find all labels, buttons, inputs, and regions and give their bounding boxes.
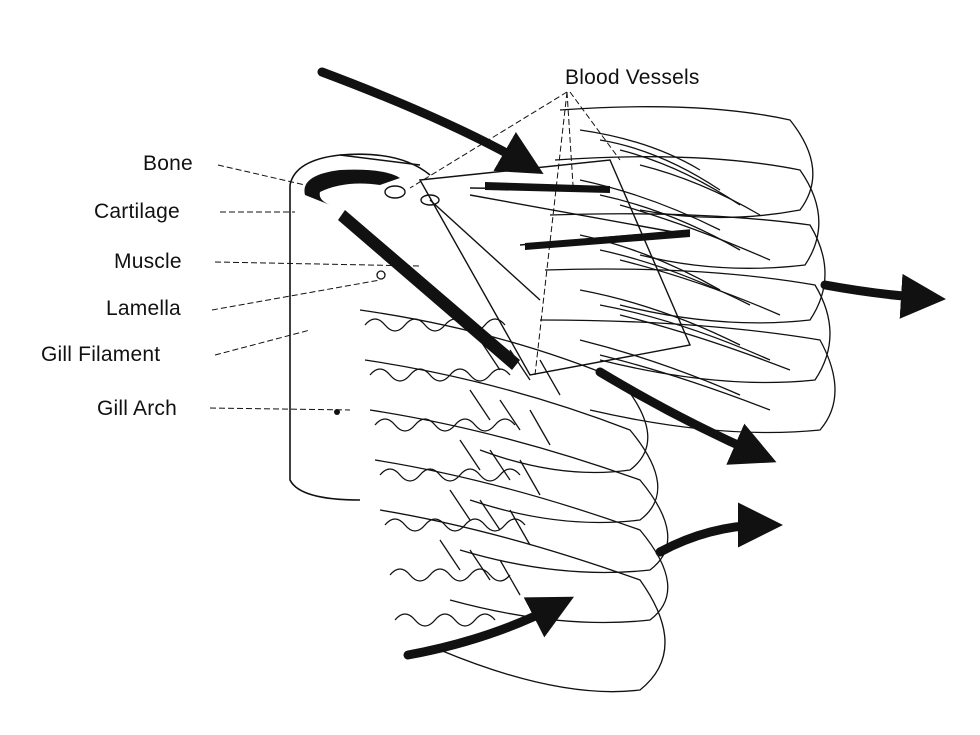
gill-arch-body [289,153,431,501]
blood-vessel-bar [525,230,690,250]
water-flow-arrow-icon [317,67,946,660]
label-blood-vessels: Blood Vessels [565,66,700,89]
cartilage-rod [338,210,520,370]
label-muscle: Muscle [114,250,182,273]
vessel-circle [384,185,406,199]
label-cartilage: Cartilage [94,200,180,223]
label-gill-arch: Gill Arch [97,397,177,420]
upper-lamellae [539,106,836,434]
label-bone: Bone [143,152,193,175]
gill-arch-marker [334,409,340,415]
lamella-marker [376,270,386,280]
blood-vessel-bar [485,182,610,193]
bone-shape [304,169,400,205]
label-lamella: Lamella [106,297,181,320]
vessel-circle [420,194,440,206]
label-leader-lines [209,91,621,411]
label-gill-filament: Gill Filament [41,343,161,366]
